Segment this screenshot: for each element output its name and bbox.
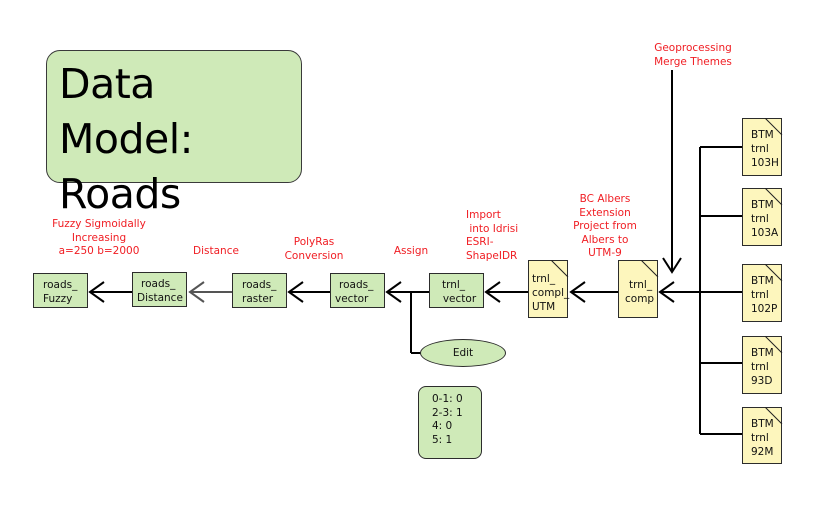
doc-line: UTM (532, 301, 556, 313)
doc-corner-fold-icon (765, 407, 783, 425)
title-line-2: Roads (59, 170, 181, 218)
node-line: roads_ (141, 278, 176, 290)
label-line: Conversion (284, 249, 344, 262)
label-line: PolyRas (293, 236, 335, 248)
doc-trnl-compl-utm[interactable]: trnl_ compl_ UTM (528, 260, 570, 318)
node-roads-distance[interactable]: roads_ Distance (132, 272, 187, 307)
label-line: ShapeIDR (466, 249, 518, 262)
source-doc-103h[interactable]: BTM trnl 103H (742, 118, 783, 176)
label-geoprocessing-merge: Geoprocessing Merge Themes (648, 42, 738, 69)
lookup-row: 2-3: 1 (432, 406, 463, 419)
source-doc-103a[interactable]: BTM trnl 103A (742, 188, 783, 246)
edit-process-ellipse[interactable]: Edit (420, 339, 506, 367)
doc-line: BTM (751, 347, 774, 359)
doc-line: trnl (751, 143, 769, 155)
lookup-row: 0-1: 0 (432, 393, 463, 405)
arrowhead-distance (188, 281, 205, 303)
node-line: Distance (137, 292, 183, 304)
source-doc-102p[interactable]: BTM trnl 102P (742, 264, 783, 322)
label-line: Extension (579, 206, 631, 219)
doc-line: compl_ (532, 287, 570, 299)
source-doc-92m[interactable]: BTM trnl 92M (742, 407, 783, 464)
label-line: Fuzzy Sigmoidally (52, 218, 146, 230)
label-line: Merge Themes (654, 55, 732, 68)
title-box: Data Model: Roads (46, 50, 302, 218)
node-trnl-vector[interactable]: trnl_ vector (429, 273, 484, 308)
doc-line: trnl (751, 213, 769, 225)
label-fuzzy-sigmoidal: Fuzzy Sigmoidally Increasing a=250 b=200… (44, 218, 154, 259)
doc-line: trnl_ (532, 273, 556, 285)
label-line: Distance (193, 245, 239, 257)
doc-line: 93D (751, 375, 773, 387)
node-roads-fuzzy[interactable]: roads_ Fuzzy (33, 273, 88, 308)
label-line: Increasing (71, 231, 127, 244)
doc-line: comp (625, 293, 655, 305)
label-line: Import (466, 209, 501, 221)
label-polyras-conversion: PolyRas Conversion (278, 236, 350, 263)
doc-corner-fold-icon (765, 118, 783, 136)
node-line: roads_ (339, 279, 374, 291)
arrowhead-trnl-vector (484, 281, 501, 303)
node-line: trnl_ (441, 279, 466, 291)
doc-line: BTM (751, 418, 774, 430)
title-line-1: Data Model: (59, 60, 193, 163)
doc-line: trnl_ (629, 279, 653, 291)
lookup-row: 5: 1 (432, 433, 453, 446)
doc-line: trnl (751, 432, 769, 444)
doc-corner-fold-icon (551, 260, 569, 278)
node-line: roads_ (242, 279, 277, 291)
label-line: Assign (393, 245, 429, 257)
node-roads-vector[interactable]: roads_ vector (330, 273, 385, 308)
node-line: vector (442, 293, 477, 305)
doc-line: 103H (751, 157, 779, 169)
arrowhead-compl-utm (569, 281, 586, 303)
page-title: Data Model: Roads (59, 57, 301, 222)
doc-line: BTM (751, 129, 774, 141)
arrowhead-comp (658, 281, 675, 303)
doc-line: BTM (751, 275, 774, 287)
label-project-utm: BC Albers Extension Project from Albers … (565, 193, 645, 261)
label-line: into Idrisi (466, 222, 519, 235)
label-distance: Distance (186, 245, 246, 259)
source-doc-93d[interactable]: BTM trnl 93D (742, 336, 783, 394)
geoprocessing-arrowhead (662, 257, 682, 274)
lookup-row: 4: 0 (432, 420, 453, 432)
label-line: UTM-9 (588, 247, 622, 259)
arrowhead-roads-vector (385, 281, 402, 303)
label-line: Geoprocessing (654, 42, 732, 54)
reclass-lookup-box: 0-1: 0 2-3: 1 4: 0 5: 1 (418, 386, 482, 459)
label-line: ESRI- (466, 236, 494, 248)
doc-corner-fold-icon (765, 336, 783, 354)
node-line: roads_ (43, 279, 78, 291)
doc-line: 102P (751, 303, 778, 315)
label-assign: Assign (386, 245, 436, 259)
label-import-idrisi: Import into Idrisi ESRI- ShapeIDR (466, 209, 528, 263)
label-line: a=250 b=2000 (58, 245, 140, 257)
doc-corner-fold-icon (765, 188, 783, 206)
arrowhead-raster (287, 281, 304, 303)
node-line: Fuzzy (43, 293, 73, 305)
doc-line: BTM (751, 199, 774, 211)
node-line: raster (242, 293, 274, 305)
doc-corner-fold-icon (765, 264, 783, 282)
node-line: vector (335, 293, 369, 305)
label-line: Albers to (581, 233, 629, 246)
node-roads-raster[interactable]: roads_ raster (232, 273, 287, 308)
doc-line: trnl (751, 361, 769, 373)
doc-line: trnl (751, 289, 769, 301)
arrowhead-fuzzy (88, 281, 105, 303)
doc-trnl-comp[interactable]: trnl_ comp (618, 260, 659, 318)
doc-line: 103A (751, 227, 779, 239)
edit-label: Edit (452, 347, 474, 359)
label-line: BC Albers (579, 193, 631, 205)
doc-corner-fold-icon (641, 260, 659, 278)
doc-line: 92M (751, 446, 774, 458)
label-line: Project from (573, 220, 637, 232)
